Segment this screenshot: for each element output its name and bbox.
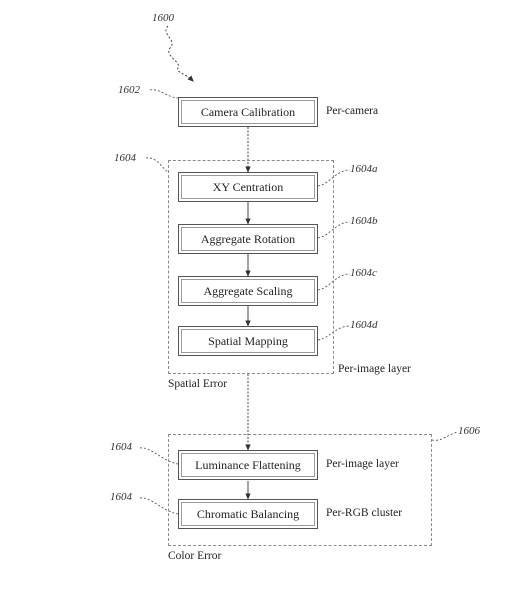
ref-1600-leader (165, 25, 194, 82)
ref-luminance-1604-label: 1604 (110, 441, 132, 453)
ref-1606-leader (431, 431, 459, 441)
ref-1602-label: 1602 (118, 84, 140, 96)
ref-1600-label: 1600 (152, 12, 174, 24)
ref-1604d-label: 1604d (350, 319, 378, 331)
spatial-error-label: Spatial Error (168, 378, 228, 390)
ref-1606-label: 1606 (458, 425, 480, 437)
color-error-group (168, 434, 432, 546)
per-rgb-cluster-label: Per-RGB cluster (326, 507, 403, 519)
color-error-label: Color Error (168, 550, 222, 562)
aggregate-rotation-box: Aggregate Rotation (178, 224, 318, 254)
ref-chromatic-1604-label: 1604 (110, 491, 132, 503)
spatial-mapping-box: Spatial Mapping (178, 326, 318, 356)
ref-1604-leader (145, 157, 169, 173)
spatial-per-image-layer-label: Per-image layer (338, 363, 411, 375)
spatial-error-group (168, 160, 334, 374)
ref-1604b-label: 1604b (350, 215, 378, 227)
ref-1602-leader (149, 89, 179, 99)
ref-1604a-label: 1604a (350, 163, 378, 175)
per-camera-label: Per-camera (326, 105, 379, 117)
ref-1604c-label: 1604c (350, 267, 377, 279)
xy-centration-box: XY Centration (178, 172, 318, 202)
aggregate-scaling-box: Aggregate Scaling (178, 276, 318, 306)
camera-calibration-box: Camera Calibration (178, 97, 318, 127)
luminance-per-image-layer-label: Per-image layer (326, 458, 399, 470)
chromatic-balancing-box: Chromatic Balancing (178, 499, 318, 529)
luminance-flattening-box: Luminance Flattening (178, 450, 318, 480)
ref-1604-group-label: 1604 (114, 152, 136, 164)
